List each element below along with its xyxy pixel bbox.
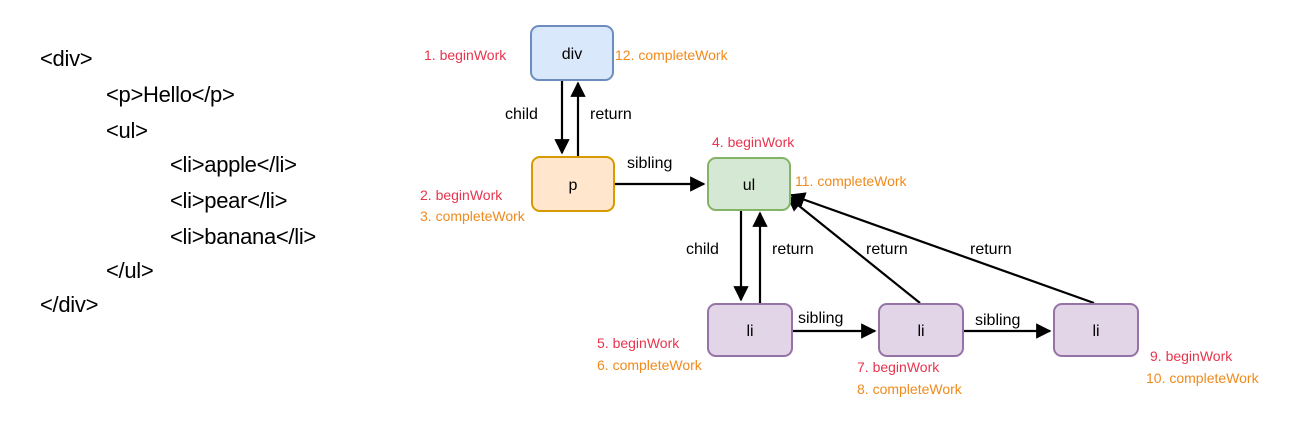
node-li-2: li: [878, 303, 964, 357]
annotation-step-11: 11. completeWork: [795, 173, 908, 189]
edge-label-ul-li1-child: child: [686, 241, 719, 258]
code-line-ul-close: </ul>: [106, 258, 154, 283]
edge-li2-ul-return: [786, 196, 921, 304]
code-line-ul-open: <ul>: [106, 118, 148, 143]
annotation-step-8: 8. completeWork: [857, 381, 963, 397]
annotation-step-1: 1. beginWork: [424, 47, 507, 63]
annotation-step-10: 10. completeWork: [1146, 370, 1260, 386]
node-li-1: li: [707, 303, 793, 357]
edge-label-div-p-child: child: [505, 106, 538, 123]
code-line-li-pear: <li>pear</li>: [170, 188, 288, 213]
node-li-2-label: li: [917, 323, 924, 340]
annotation-step-7: 7. beginWork: [857, 359, 940, 375]
code-line-li-banana: <li>banana</li>: [170, 224, 316, 249]
node-li-1-label: li: [746, 323, 753, 340]
annotation-step-3: 3. completeWork: [420, 208, 526, 224]
edge-li3-ul-return: [789, 192, 1095, 305]
node-div: div: [530, 25, 614, 81]
edge-label-p-ul-sibling: sibling: [627, 155, 672, 172]
code-line-div-open: <div>: [40, 46, 93, 71]
node-p: p: [531, 156, 615, 212]
node-ul: ul: [707, 157, 791, 211]
code-line-li-apple: <li>apple</li>: [170, 152, 297, 177]
html-code-block: <div> <p>Hello</p> <ul> <li>apple</li> <…: [0, 0, 400, 426]
edge-labels: child return sibling child return return…: [505, 106, 1020, 329]
node-li-3-label: li: [1092, 323, 1099, 340]
edges: [554, 80, 1095, 339]
annotation-step-2: 2. beginWork: [420, 187, 503, 203]
node-div-label: div: [562, 46, 582, 63]
node-p-label: p: [569, 177, 578, 194]
annotation-step-6: 6. completeWork: [597, 357, 703, 373]
edge-label-li2-li3-sibling: sibling: [975, 312, 1020, 329]
edge-label-li2-ul-return: return: [866, 241, 908, 258]
annotation-step-5: 5. beginWork: [597, 335, 680, 351]
code-line-div-close: </div>: [40, 292, 99, 317]
node-li-3: li: [1053, 303, 1139, 357]
annotation-step-4: 4. beginWork: [712, 134, 795, 150]
edge-label-p-div-return: return: [590, 106, 632, 123]
node-ul-label: ul: [743, 177, 755, 194]
edge-label-li1-ul-return: return: [772, 241, 814, 258]
edge-label-li1-li2-sibling: sibling: [798, 310, 843, 327]
step-annotations: 1. beginWork 12. completeWork 2. beginWo…: [420, 47, 1260, 397]
annotation-step-9: 9. beginWork: [1150, 348, 1233, 364]
edge-label-li3-ul-return: return: [970, 241, 1012, 258]
annotation-step-12: 12. completeWork: [615, 47, 729, 63]
code-line-p: <p>Hello</p>: [106, 82, 235, 107]
